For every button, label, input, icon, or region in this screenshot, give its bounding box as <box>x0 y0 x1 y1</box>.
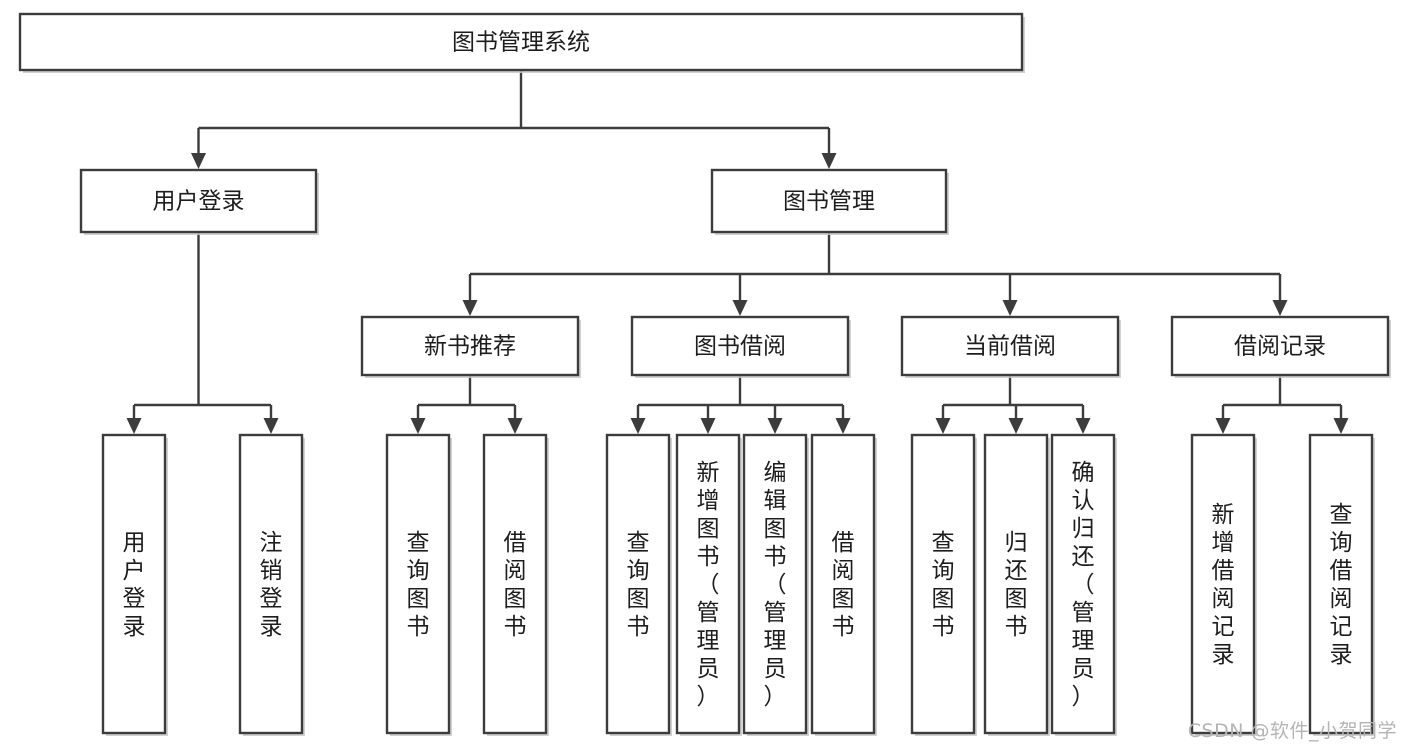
node-label: 当前借阅 <box>964 334 1056 360</box>
node-layer: 图书管理系统用户登录图书管理新书推荐图书借阅当前借阅借阅记录用户登录注销登录查询… <box>18 12 1391 736</box>
node-l-borrow-edit-book[interactable]: 编辑图书（管理员） <box>742 433 809 736</box>
node-label: 借阅记录 <box>1234 334 1326 360</box>
node-n-current-borrow[interactable]: 当前借阅 <box>900 315 1121 378</box>
node-label: 借阅图书 <box>832 530 855 640</box>
node-l-cur-confirm-return[interactable]: 确认归还（管理员） <box>1050 433 1117 736</box>
node-label: 新增借阅记录 <box>1212 502 1235 668</box>
connector-c-book-manage <box>462 232 1288 316</box>
node-label: 注销登录 <box>260 530 283 640</box>
node-label: 查询图书 <box>627 530 650 640</box>
node-n-user-login[interactable]: 用户登录 <box>79 168 319 235</box>
node-label: 归还图书 <box>1005 530 1028 640</box>
connector-c-root <box>191 70 837 169</box>
node-n-new-book-rec[interactable]: 新书推荐 <box>360 315 581 378</box>
connector-c-new-book-rec <box>410 375 523 434</box>
node-label: 用户登录 <box>153 189 245 215</box>
node-l-rec-borrow-book[interactable]: 借阅图书 <box>482 433 549 736</box>
node-n-book-borrow[interactable]: 图书借阅 <box>630 315 851 378</box>
node-l-rec-query-book[interactable]: 查询图书 <box>385 433 452 736</box>
node-label: 编辑图书（管理员） <box>764 460 787 710</box>
node-l-user-login[interactable]: 用户登录 <box>101 433 168 736</box>
node-l-borrow-query-book[interactable]: 查询图书 <box>605 433 672 736</box>
connector-c-user-login <box>126 232 279 434</box>
node-l-borrow-borrow-book[interactable]: 借阅图书 <box>810 433 877 736</box>
node-label: 查询图书 <box>407 530 430 640</box>
node-l-cur-return-book[interactable]: 归还图书 <box>983 433 1050 736</box>
node-l-user-logout[interactable]: 注销登录 <box>238 433 305 736</box>
node-label: 用户登录 <box>123 530 146 640</box>
connector-c-borrow-record <box>1215 375 1349 434</box>
node-label: 确认归还（管理员） <box>1072 460 1095 710</box>
node-label: 借阅图书 <box>504 530 527 640</box>
node-label: 查询借阅记录 <box>1330 502 1353 668</box>
node-label: 图书管理 <box>783 189 875 215</box>
node-label: 新书推荐 <box>424 334 516 360</box>
node-l-cur-query-book[interactable]: 查询图书 <box>910 433 977 736</box>
node-n-book-manage[interactable]: 图书管理 <box>710 168 949 235</box>
node-label: 新增图书（管理员） <box>697 460 720 710</box>
node-root[interactable]: 图书管理系统 <box>18 12 1025 73</box>
node-label: 图书借阅 <box>694 334 786 360</box>
node-l-rec-add-record[interactable]: 新增借阅记录 <box>1190 433 1257 736</box>
connector-layer <box>126 70 1349 434</box>
connector-c-book-borrow <box>630 375 851 434</box>
node-label: 查询图书 <box>932 530 955 640</box>
connector-c-current-borrow <box>935 375 1091 434</box>
watermark-label: CSDN @软件_小贺同学 <box>1187 720 1397 742</box>
node-l-borrow-add-book[interactable]: 新增图书（管理员） <box>675 433 742 736</box>
node-n-borrow-record[interactable]: 借阅记录 <box>1170 315 1391 378</box>
node-l-rec-query-record[interactable]: 查询借阅记录 <box>1308 433 1375 736</box>
node-label: 图书管理系统 <box>452 30 590 56</box>
